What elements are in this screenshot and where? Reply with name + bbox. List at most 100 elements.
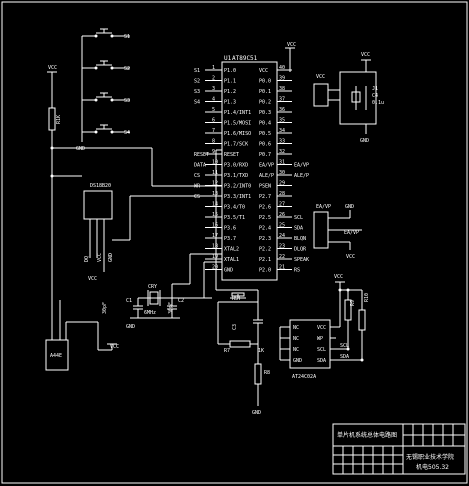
mcu-net-label: RESET	[194, 152, 209, 158]
mcu-pin-number: 5	[212, 107, 215, 113]
eeprom-pin: NC	[293, 325, 299, 331]
resistor-r7	[229, 340, 251, 348]
mcu-pin-name: P0.1	[259, 89, 271, 95]
mcu-pin-name: P2.4	[259, 226, 271, 232]
mcu-net-label: DLQR	[294, 247, 307, 253]
mcu-right-pins: 40VCC39P0.038P0.137P0.236P0.335P0.434P0.…	[259, 65, 292, 274]
switch-gnd-label: GND	[76, 146, 85, 152]
mcu-net-label: CS	[194, 194, 200, 200]
power-jack-body	[313, 83, 329, 107]
eeprom-vcc-label: VCC	[334, 274, 343, 280]
power-vcc-label: VCC	[361, 52, 370, 58]
mcu-net-label: S2	[194, 79, 200, 85]
mcu-pin-name: P3.1/TXD	[224, 173, 248, 179]
sensor-pin-dq: DQ	[84, 256, 90, 262]
mcu-pin-name: P0.2	[259, 100, 271, 106]
mcu-pin-number: 28	[279, 191, 285, 197]
mcu-pin-name: XTAL2	[224, 247, 239, 253]
mcu-pin-number: 33	[279, 139, 285, 145]
switch-s1: S1	[82, 28, 130, 40]
power-gnd-label: GND	[360, 138, 369, 144]
mcu-pin-name: P1.3	[224, 100, 236, 106]
mcu-net-label: EA/VP	[294, 163, 309, 169]
mcu-pin-number: 31	[279, 160, 285, 166]
mcu-pin-name: P0.7	[259, 152, 271, 158]
mcu-pin-name: P3.6	[224, 226, 236, 232]
r7-label: R7	[224, 348, 230, 354]
power-jack-vcc: VCC	[316, 74, 325, 80]
adc-body	[45, 339, 69, 371]
mcu-pin-name: P3.3/INT1	[224, 194, 251, 200]
mcu-part: AT89C51	[232, 55, 258, 62]
mcu-pin-number: 27	[279, 202, 285, 208]
mcu-pin-name: P1.7/SCK	[224, 142, 248, 148]
eeprom: AT24C02A NC NC NC GND VCC WP SCL SDA VCC…	[279, 274, 370, 380]
mcu-pin-name: VCC	[259, 68, 268, 74]
switch-label: S3	[124, 98, 130, 104]
mcu-pin-number: 10	[212, 160, 218, 166]
vcc-label: VCC	[287, 42, 296, 48]
r7-value: 1K	[258, 348, 264, 354]
reset-switch-label: RST	[232, 296, 241, 302]
mcu-pin-number: 16	[212, 223, 218, 229]
mcu-pin-number: 21	[279, 265, 285, 271]
crystal-freq: 6MHz	[144, 310, 156, 316]
mcu-pin-number: 3	[212, 86, 215, 92]
power-cap	[351, 91, 361, 103]
mcu-net-label: ALE/P	[294, 173, 309, 179]
eeprom-pin: SDA	[317, 358, 326, 364]
power-filter-box	[339, 71, 377, 125]
ea-gnd-label: GND	[345, 204, 354, 210]
title-block: 单片机系统总体电路图 无锡职业技术学院 机电505.32	[332, 423, 466, 475]
mcu-pin-name: P3.4/T0	[224, 205, 245, 211]
adc-module: A44E VCC	[45, 300, 119, 371]
pullup-r10	[358, 309, 366, 331]
r8-label: R8	[264, 370, 270, 376]
mcu-pin-name: P1.4/INT1	[224, 110, 251, 116]
cap-c1-value: 30pF	[102, 302, 108, 314]
mcu-pin-name: P1.5/MOSI	[224, 121, 251, 127]
switch-s2: S2	[82, 60, 130, 72]
mcu-pin-name: XTAL1	[224, 257, 239, 263]
left-vcc-label: VCC	[48, 65, 57, 71]
reset-button	[231, 292, 245, 297]
mcu-pin-name: P2.2	[259, 247, 271, 253]
r9-label: R9	[350, 300, 356, 306]
ea-jack-body	[313, 211, 329, 249]
sensor-pin-vcc: VCC	[97, 253, 103, 262]
mcu-net-label: SDA	[294, 226, 303, 232]
mcu-net-label: SCL	[294, 215, 303, 221]
mcu-pin-name: P0.6	[259, 142, 271, 148]
pullup-resistor	[48, 107, 56, 131]
mcu-pin-name: P2.7	[259, 194, 271, 200]
scl-label: SCL	[340, 343, 349, 349]
mcu-pin-number: 9	[212, 149, 215, 155]
left-vcc-rail: VCC R1K	[47, 65, 222, 340]
switch-label: S4	[124, 130, 130, 136]
mcu-pin-number: 17	[212, 233, 218, 239]
mcu-pin-name: EA/VP	[259, 163, 274, 169]
mcu-pin-number: 38	[279, 86, 285, 92]
crystal-label: CRY	[148, 284, 157, 290]
sensor-label: DS18B20	[90, 183, 111, 189]
switch-s3: S3	[82, 92, 130, 104]
mcu-pin-name: P2.6	[259, 205, 271, 211]
eeprom-pin: NC	[293, 336, 299, 342]
switch-label: S2	[124, 66, 130, 72]
mcu-pin-name: ALE/P	[259, 173, 274, 179]
mcu-body	[221, 61, 278, 281]
mcu-pin-number: 6	[212, 118, 215, 124]
power-cap-ref: C4	[372, 93, 378, 99]
mcu-pin-name: P2.1	[259, 257, 271, 263]
crystal	[149, 291, 159, 305]
switch-bank: S1 S2 S3 S4 GND	[76, 28, 130, 152]
mcu-pin-name: P1.6/MISO	[224, 131, 251, 137]
mcu-pin-name: P2.3	[259, 236, 271, 242]
ea-vcc-label: VCC	[346, 254, 355, 260]
mcu-pin-name: P1.1	[224, 79, 236, 85]
mcu-pin-number: 30	[279, 170, 285, 176]
mcu-pin-number: 23	[279, 244, 285, 250]
